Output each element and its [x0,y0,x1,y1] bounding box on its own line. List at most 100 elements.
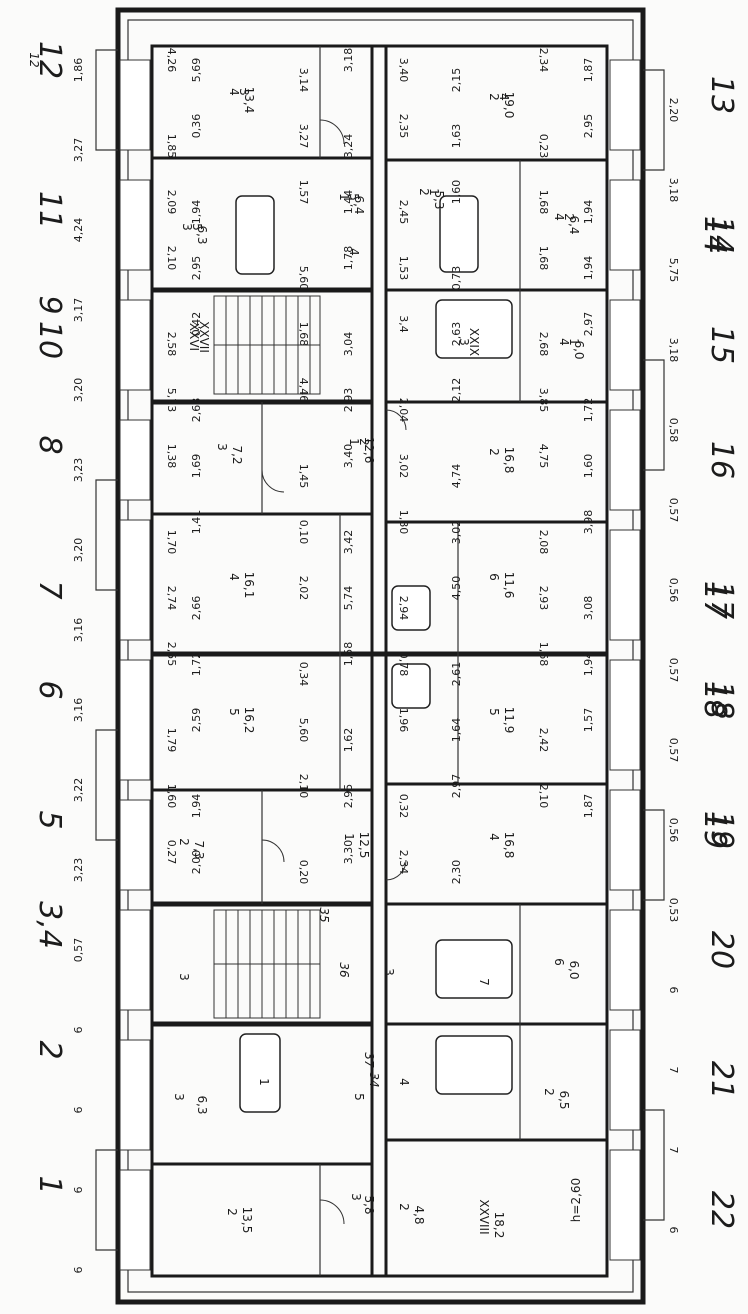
window-e3 [609,299,641,391]
balcony-w3 [95,729,118,841]
room-number: 5 [227,708,241,716]
room-area: 18,2 [492,1212,506,1239]
dimension-label: 3,85 [537,388,550,413]
dimension-label: 5,60 [297,266,310,291]
dimension-label: 2,42 [537,728,550,753]
room-area: 16,8 [502,447,516,474]
room-area: 13,5 [240,1207,254,1234]
dimension-label: 5,73 [165,388,178,413]
room-number: 5 [190,223,204,231]
handwritten-number: 17 [704,581,739,619]
room-number: 5 [487,708,501,716]
room-area: 11,6 [502,572,516,599]
handwritten-number: 14 [704,216,739,254]
room-area: 16,2 [242,707,256,734]
balcony-e3 [643,809,665,901]
dimension-label: 0,53 [667,898,680,923]
dimension-label: 3,24 [342,134,355,159]
dimension-label: 1,68 [537,246,550,271]
room-area: 6,3 [195,225,209,244]
dimension-label: 0,73 [450,266,463,291]
handwritten-number: 3,4 [32,901,67,949]
handwritten-number: 10 [32,321,67,359]
handwritten-number: 21 [704,1061,739,1099]
dimension-label: 1,87 [582,794,595,819]
room-area: 6,0 [572,340,586,359]
dimension-label: 3,16 [72,618,85,643]
inner-perimeter [150,44,609,1278]
dimension-label: 0,57 [667,498,680,523]
dimension-label: 5,60 [297,718,310,743]
dimension-label: 3,40 [397,58,410,83]
dimension-label: 1,60 [582,454,595,479]
room-number: XXVIII [477,1199,491,1234]
handwritten-number: 12 [32,41,67,79]
building-walls [115,7,646,1305]
balcony-e1 [643,69,665,171]
handwritten-number: 16 [704,441,739,479]
dimension-label: 1,72 [582,398,595,423]
dimension-label: 4,24 [72,218,85,243]
window-e5 [609,529,641,641]
dimension-label: 1,38 [165,444,178,469]
dimension-label: 1,94 [582,652,595,677]
room-number: 1 [342,833,356,841]
dimension-label: 3,20 [72,378,85,403]
dimension-label: 2,15 [450,68,463,93]
dimension-label: 5,69 [190,58,203,83]
dimension-label: 2,09 [165,190,178,215]
window-w3 [119,299,151,391]
dimension-label: 2,93 [537,586,550,611]
window-e8 [609,909,641,1011]
dimension-label: 2,63 [450,322,463,347]
room-number: 2 [177,838,191,846]
dimension-label: 2,95 [342,784,355,809]
dimension-label: 1,41 [190,510,203,535]
room-area: 19,0 [502,92,516,119]
dimension-label: 0,57 [667,738,680,763]
dimension-label: 0,10 [297,520,310,545]
balcony-w2 [95,479,118,591]
balcony-e2 [643,359,665,471]
dimension-label: 1,94 [190,200,203,225]
dimension-label: 4,46 [297,378,310,403]
balcony-w4 [95,1149,118,1251]
dimension-label: 2,68 [190,398,203,423]
dimension-label: 2,59 [190,708,203,733]
dimension-label: 6 [72,1027,85,1034]
outer-wall [115,7,646,1305]
dimension-label: 0,57 [667,658,680,683]
balcony-w1 [95,49,118,151]
dimension-label: 0,27 [165,840,178,865]
dimension-label: 2,94 [397,596,410,621]
room-area: 7,2 [230,445,244,464]
dimension-label: 2,97 [582,312,595,337]
window-e4 [609,409,641,511]
dimension-label: 2,34 [397,850,410,875]
room-area: 13,4 [242,87,256,114]
handwritten-number: 9 [32,295,67,314]
window-e10 [609,1149,641,1261]
dimension-label: 0,23 [537,134,550,159]
dimension-label: 1,96 [397,708,410,733]
dimension-label: 1,57 [582,708,595,733]
room-area: 12,6 [362,437,376,464]
room-number: 1 [347,438,361,446]
dimension-label: 0,20 [297,860,310,885]
dimension-label: 3,42 [342,530,355,555]
room-area: 5,8 [362,1195,376,1214]
dimension-label: 2,66 [190,596,203,621]
room-number: 6 [552,958,566,966]
handwritten-number: 1 [32,1175,67,1194]
dimension-label: 1,86 [72,58,85,83]
dimension-label: 6 [72,1107,85,1114]
room-number: 4 [347,248,361,256]
room-number: 4 [557,338,571,346]
dimension-label: 0,42 [190,312,203,337]
dimension-label: 2,58 [165,332,178,357]
dimension-label: 3,02 [450,520,463,545]
window-w6 [119,659,151,781]
handwritten-number: 18 [704,681,739,719]
